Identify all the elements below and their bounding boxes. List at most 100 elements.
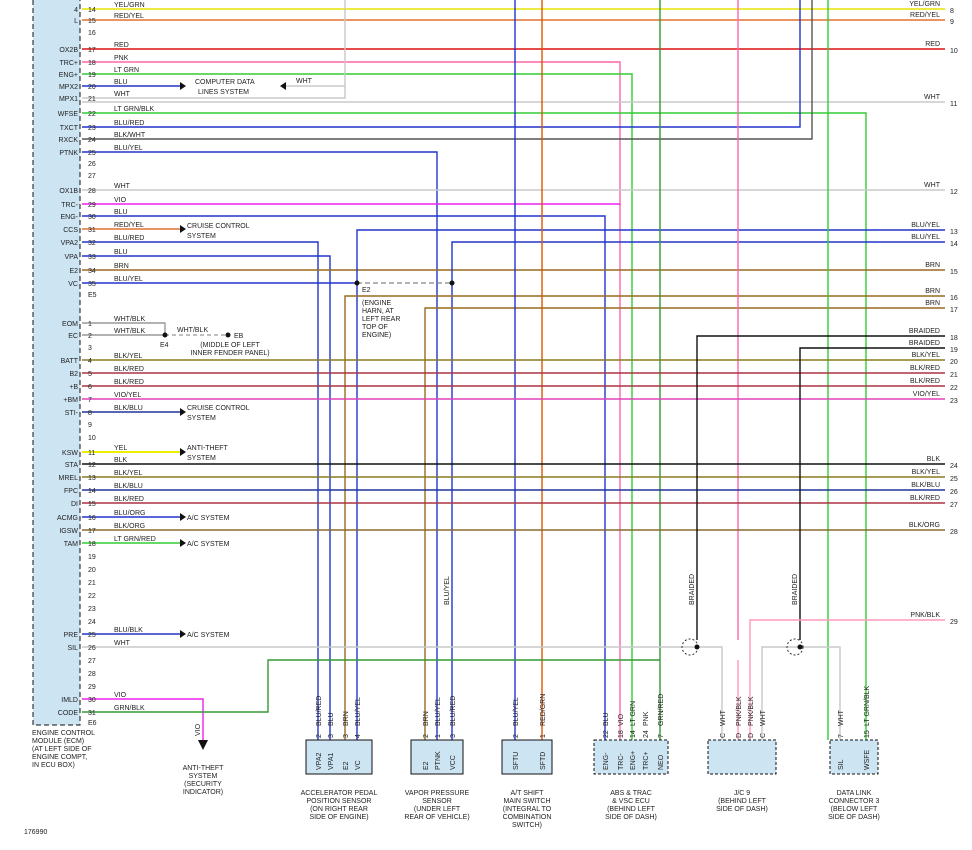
right-edge-color: BLK/RED bbox=[910, 495, 940, 502]
ecm-wire-color: RED/YEL bbox=[114, 13, 144, 20]
right-edge-ref: 29 bbox=[950, 619, 958, 626]
ecm-pin-name: PRE bbox=[64, 632, 79, 639]
component-pin-name: ENG- bbox=[603, 752, 610, 770]
ecm-pin-number: 15 bbox=[88, 501, 96, 508]
right-edge-ref: 16 bbox=[950, 295, 958, 302]
ecm-pin-number: 28 bbox=[88, 188, 96, 195]
ecm-pin-number: 24 bbox=[88, 619, 96, 626]
anti-theft-indicator-label: SYSTEM bbox=[189, 773, 218, 780]
component-label: MAIN SWITCH bbox=[503, 798, 550, 805]
anti-theft-indicator-wire: VIO bbox=[195, 723, 202, 736]
component-pin-name: VPA2 bbox=[316, 753, 323, 770]
ecm-pin-number: 23 bbox=[88, 125, 96, 132]
ecm-pin-name: EOM bbox=[62, 321, 78, 328]
ground-e2-desc: TOP OF bbox=[362, 324, 388, 331]
ecm-pin-number: 33 bbox=[88, 254, 96, 261]
right-edge-color: WHT bbox=[924, 94, 941, 101]
component-pin-number: 3 bbox=[450, 734, 457, 738]
anti-theft-label: ANTI-THEFT bbox=[187, 445, 229, 452]
component-pin-color: BLU/YEL bbox=[513, 697, 520, 726]
ecm-pin-number: 21 bbox=[88, 580, 96, 587]
component-label: (BEHIND LEFT bbox=[607, 806, 656, 813]
ecm-pin-name: VPA2 bbox=[61, 240, 78, 247]
diagram-id: 176990 bbox=[24, 829, 47, 836]
component-pin-name: SFTD bbox=[540, 752, 547, 770]
ground-eb-desc: (MIDDLE OF LEFT bbox=[200, 342, 260, 349]
ecm-pin-name: EC bbox=[68, 333, 78, 340]
component-pin-color: WHT bbox=[760, 709, 767, 726]
ecm-label: ENGINE CONTROL bbox=[32, 730, 95, 737]
ecm-pin-number: 17 bbox=[88, 528, 96, 535]
ecm-pin-name: ENG- bbox=[61, 214, 79, 221]
ground-eb-desc: INNER FENDER PANEL) bbox=[190, 350, 269, 357]
ecm-wire-color: BLK bbox=[114, 457, 128, 464]
ecm-pin-name: STI- bbox=[65, 410, 79, 417]
ecm-pin-name: VPA bbox=[65, 254, 79, 261]
right-edge-ref: 22 bbox=[950, 385, 958, 392]
component-label: J/C 9 bbox=[734, 790, 750, 797]
component-label: SWITCH) bbox=[512, 822, 542, 829]
ecm-pin-number: 28 bbox=[88, 671, 96, 678]
right-edge-color: BLK/YEL bbox=[912, 352, 941, 359]
ecm-pin-name: MPX2 bbox=[59, 84, 78, 91]
component-label: ACCELERATOR PEDAL bbox=[301, 790, 378, 797]
component-pin-name: NEO bbox=[658, 754, 665, 770]
ecm-pin-name: TAM bbox=[64, 541, 78, 548]
wire-network bbox=[82, 0, 945, 750]
component-pin-number: 18 bbox=[618, 730, 625, 738]
component-pin-number: 2 bbox=[423, 734, 430, 738]
ecm-wire-color: WHT bbox=[114, 183, 131, 190]
component-pin-number: 7 bbox=[838, 734, 845, 738]
component-pin-name: E2 bbox=[343, 761, 350, 770]
right-edge-color: BLK/ORG bbox=[909, 522, 940, 529]
ecm-wire-color: BLK/RED bbox=[114, 366, 144, 373]
component-pin-color: PNK/BLK bbox=[748, 696, 755, 726]
component-pin-number: D bbox=[748, 733, 755, 738]
component-pin-color: LT GRN bbox=[630, 701, 637, 726]
ecm-pin-number: 3 bbox=[88, 345, 92, 352]
component-pin-name: VPA1 bbox=[328, 753, 335, 770]
ac-label: A/C SYSTEM bbox=[187, 632, 230, 639]
ground-e2-desc: ENGINE) bbox=[362, 332, 391, 339]
component-label: SIDE OF DASH) bbox=[716, 806, 768, 813]
ecm-pin-number: 22 bbox=[88, 593, 96, 600]
ecm-pin-name: 4 bbox=[74, 7, 78, 14]
component-pin-color: GRN/RED bbox=[658, 694, 665, 726]
ecm-wire-color: BLK/ORG bbox=[114, 523, 145, 530]
ecm-pin-name: IGSW bbox=[59, 528, 78, 535]
ecm-pin-name: FPC bbox=[64, 488, 78, 495]
ecm-wire-color: BLU/BLK bbox=[114, 627, 143, 634]
right-edge-ref: 20 bbox=[950, 359, 958, 366]
ecm-pin-number: 22 bbox=[88, 111, 96, 118]
anti-theft-indicator-label: INDICATOR) bbox=[183, 789, 223, 796]
right-edge-color: RED bbox=[925, 41, 940, 48]
ecm-wire-color: RED bbox=[114, 42, 129, 49]
component-pin-name: VCC bbox=[450, 755, 457, 770]
ecm-wire-color: LT GRN bbox=[114, 67, 139, 74]
ecm-wire-color: BLU/YEL bbox=[114, 276, 143, 283]
ac-label: A/C SYSTEM bbox=[187, 515, 230, 522]
right-edge-ref: 12 bbox=[950, 189, 958, 196]
component-pin-name: PTNK bbox=[435, 751, 442, 770]
ecm-pin-number: 32 bbox=[88, 240, 96, 247]
component-pin-number: 4 bbox=[355, 734, 362, 738]
braided-label: BRAIDED bbox=[689, 574, 696, 605]
right-edge-ref: 23 bbox=[950, 398, 958, 405]
component-pin-number: D bbox=[736, 733, 743, 738]
component-accel bbox=[305, 739, 373, 775]
component-pin-color: BLU bbox=[603, 712, 610, 726]
right-edge-color: BRN bbox=[925, 262, 940, 269]
component-dlc3 bbox=[829, 739, 879, 775]
ecm-wire-color: BLK/YEL bbox=[114, 353, 143, 360]
component-label: VAPOR PRESSURE bbox=[405, 790, 470, 797]
ecm-wire-color: YEL bbox=[114, 445, 127, 452]
ecm-pin-number: 20 bbox=[88, 567, 96, 574]
component-pin-name: TRC- bbox=[618, 753, 625, 770]
ecm-pin-name: PTNK bbox=[59, 150, 78, 157]
ecm-wire-color: BLU/RED bbox=[114, 120, 144, 127]
component-vapor bbox=[410, 739, 464, 775]
ecm-pin-number: 29 bbox=[88, 202, 96, 209]
component-label: SENSOR bbox=[422, 798, 452, 805]
ecm-wire-color: BLK/RED bbox=[114, 496, 144, 503]
